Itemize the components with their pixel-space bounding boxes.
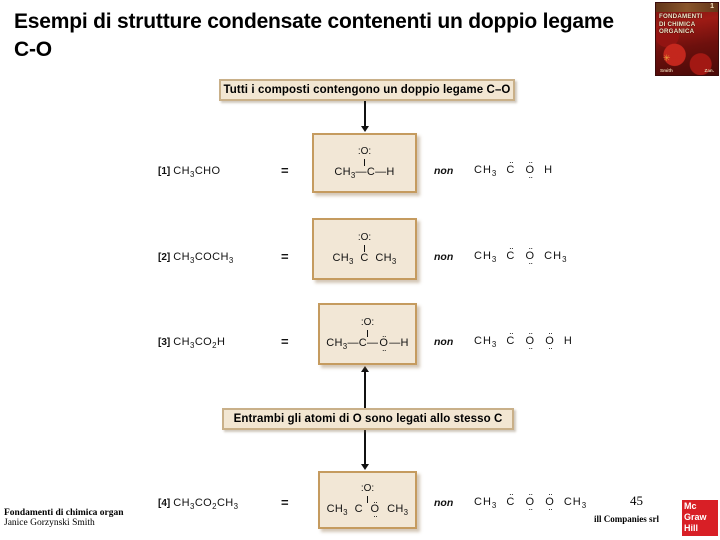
row-4-oxygen-atom: :O:	[360, 482, 375, 494]
row-1-oxygen-atom: :O:	[357, 145, 372, 157]
logo-line-3: Hill	[684, 523, 699, 533]
page-number: 45	[630, 493, 643, 508]
row-1-formula: CH3CHO	[173, 165, 221, 180]
footer-publisher: ill Companies srl	[594, 514, 660, 524]
book-cover-title-line3: ORGANICA	[659, 28, 695, 36]
row-3-chain: CH3—C—····O—H	[326, 330, 409, 356]
row-2-chain: CH3 C CH3	[332, 251, 397, 266]
star-icon: ✳	[663, 53, 671, 63]
book-cover-topbar	[656, 3, 718, 12]
row-4-equals: =	[281, 495, 289, 510]
row-4-chain: CH3 C ····O CH3	[326, 496, 409, 522]
banner-top: Tutti i composti contengono un doppio le…	[219, 79, 515, 101]
row-3-equals: =	[281, 334, 289, 349]
row-1-lewis-structure: :O: CH3—C—H	[334, 146, 394, 180]
row-1-index: [1]	[158, 166, 171, 177]
mcgraw-hill-logo: Mc Graw Hill	[682, 500, 718, 536]
row-3-correct-structure-box: :O: CH3—C—····O—H	[318, 303, 417, 365]
row-1-double-bond	[363, 158, 366, 166]
row-2-oxygen-atom: :O:	[357, 231, 372, 243]
arrow-up-icon-box3	[361, 366, 369, 372]
row-3-oxygen-atom: :O:	[360, 316, 375, 328]
row-2-equals: =	[281, 249, 289, 264]
banner-bottom: Entrambi gli atomi di O sono legati allo…	[222, 408, 514, 430]
row-4-formula: CH3CO2CH3	[173, 497, 239, 512]
arrow-down-icon-box4	[361, 464, 369, 470]
row-2-lewis-structure: :O: CH3 C CH3	[332, 232, 396, 266]
row-4-index: [4]	[158, 498, 171, 509]
row-4-lewis-structure: :O: CH3 C ····O CH3	[326, 482, 409, 522]
book-cover-chapter-number: 1	[710, 3, 714, 10]
row-4-label: [4] CH3CO2CH3	[158, 497, 238, 511]
row-1-label: [1] CH3CHO	[158, 165, 220, 179]
row-3-double-bond	[366, 329, 369, 337]
row-4-wrong-structure: CH3 ··C ····O ····O CH3	[474, 489, 588, 514]
row-2-non-label: non	[434, 251, 454, 263]
book-cover-title: FONDAMENTI DI CHIMICA ORGANICA	[659, 13, 715, 36]
book-cover-foot-right: Zan.	[704, 68, 714, 73]
book-cover-title-line1: FONDAMENTI	[659, 13, 703, 20]
row-3-index: [3]	[158, 337, 171, 348]
footer-author: Janice Gorzynski Smith	[4, 518, 95, 528]
row-2-double-bond	[363, 244, 366, 252]
page-title: Esempi di strutture condensate contenent…	[14, 10, 614, 61]
connector-banner-bottom-to-box3	[364, 371, 366, 408]
row-1-equals: =	[281, 163, 289, 178]
footer-left: Fondamenti di chimica organ Janice Gorzy…	[4, 508, 154, 528]
row-4-double-bond	[366, 495, 369, 503]
book-cover-thumbnail: 1 FONDAMENTI DI CHIMICA ORGANICA ✳ Smith…	[655, 2, 719, 76]
row-2-index: [2]	[158, 252, 171, 263]
row-2-wrong-structure: CH3 ··C ····O CH3	[474, 243, 568, 268]
row-3-wrong-structure: CH3 ··C ····O ····O H	[474, 328, 573, 353]
book-cover-foot-left: Smith	[660, 68, 673, 73]
footer-book-title: Fondamenti di chimica organ	[4, 508, 124, 518]
row-4-non-label: non	[434, 497, 454, 509]
row-1-wrong-structure: CH3 ··C ····O H	[474, 157, 554, 182]
logo-line-2: Graw	[684, 512, 707, 522]
row-1-non-label: non	[434, 165, 454, 177]
row-1-correct-structure-box: :O: CH3—C—H	[312, 133, 417, 193]
connector-banner-top-to-box1	[364, 101, 366, 127]
row-3-non-label: non	[434, 336, 454, 348]
row-4-correct-structure-box: :O: CH3 C ····O CH3	[318, 471, 417, 529]
row-2-formula: CH3COCH3	[173, 251, 234, 266]
row-3-formula: CH3CO2H	[173, 336, 226, 351]
row-2-correct-structure-box: :O: CH3 C CH3	[312, 218, 417, 280]
row-1-chain: CH3—C—H	[334, 165, 395, 180]
connector-banner-bottom-to-box4	[364, 430, 366, 465]
row-3-label: [3] CH3CO2H	[158, 336, 225, 350]
arrow-down-icon-box1	[361, 126, 369, 132]
row-2-label: [2] CH3COCH3	[158, 251, 234, 265]
book-cover-footer: Smith Zan.	[660, 68, 714, 73]
row-3-lewis-structure: :O: CH3—C—····O—H	[326, 316, 409, 356]
logo-line-1: Mc	[684, 501, 697, 511]
book-cover-title-line2: DI CHIMICA	[659, 20, 696, 28]
